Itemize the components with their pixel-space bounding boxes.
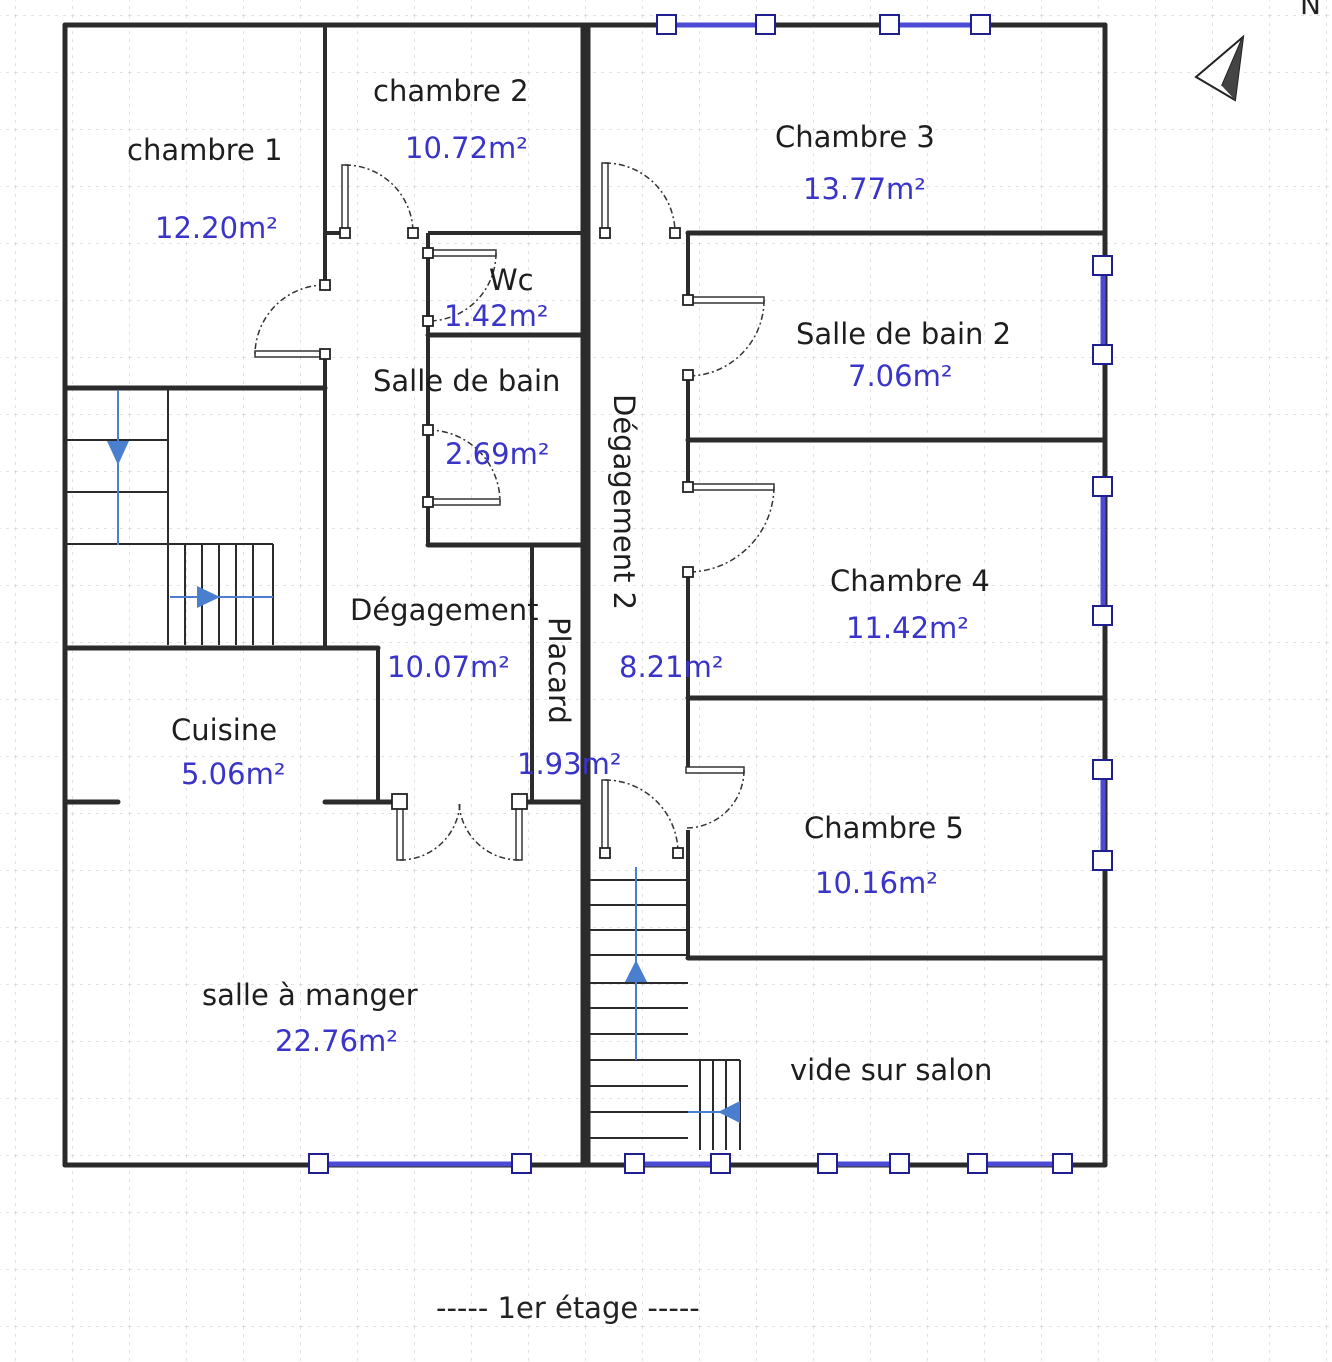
door-wc xyxy=(422,247,497,327)
door-salle-de-bain2 xyxy=(682,294,765,381)
window-bottom-2 xyxy=(624,1153,731,1174)
window-right-1 xyxy=(1092,255,1113,365)
stairs-right xyxy=(588,867,741,1150)
room-area-degagement2: 8.21m² xyxy=(619,650,723,684)
room-name-chambre5: Chambre 5 xyxy=(804,811,964,845)
window-right-3 xyxy=(1092,759,1113,871)
room-name-salle-a-manger: salle à manger xyxy=(202,978,418,1012)
windows xyxy=(308,14,1113,1174)
stair-arrow-icon xyxy=(718,1101,740,1123)
room-name-chambre4: Chambre 4 xyxy=(830,564,990,598)
room-labels: chambre 1 12.20m² chambre 2 10.72m² Cham… xyxy=(127,74,1011,1087)
room-name-chambre2: chambre 2 xyxy=(373,74,529,108)
room-area-chambre5: 10.16m² xyxy=(815,866,938,900)
room-area-placard: 1.93m² xyxy=(517,747,621,781)
room-name-vide-sur-salon: vide sur salon xyxy=(790,1053,992,1087)
room-name-degagement: Dégagement xyxy=(350,593,538,627)
window-right-2 xyxy=(1092,476,1113,626)
door-chambre4 xyxy=(682,481,775,578)
room-name-degagement2: Dégagement 2 xyxy=(607,394,641,610)
room-name-placard: Placard xyxy=(542,617,576,724)
room-area-salle-de-bain: 2.69m² xyxy=(445,437,549,471)
room-area-salle-de-bain2: 7.06m² xyxy=(848,359,952,393)
stair-arrow-icon xyxy=(197,586,220,608)
stair-arrow-icon xyxy=(107,441,129,465)
window-top-2 xyxy=(879,14,991,35)
room-area-wc: 1.42m² xyxy=(444,299,548,333)
room-area-cuisine: 5.06m² xyxy=(181,757,285,791)
door-chambre1 xyxy=(254,279,331,360)
room-name-salle-de-bain2: Salle de bain 2 xyxy=(796,317,1011,351)
door-dining-double xyxy=(391,793,528,861)
window-bottom-1 xyxy=(308,1153,532,1174)
north-arrow-icon: N xyxy=(1194,0,1321,102)
room-name-wc: Wc xyxy=(489,263,534,297)
door-salle-de-bain xyxy=(422,424,501,508)
window-bottom-3 xyxy=(817,1153,910,1174)
stairs-left xyxy=(65,390,274,645)
room-name-salle-de-bain: Salle de bain xyxy=(373,364,560,398)
room-area-chambre1: 12.20m² xyxy=(155,211,278,245)
room-name-chambre3: Chambre 3 xyxy=(775,120,935,154)
north-label: N xyxy=(1300,0,1321,21)
window-top-1 xyxy=(656,14,776,35)
door-chambre3 xyxy=(599,162,681,239)
room-name-chambre1: chambre 1 xyxy=(127,133,283,167)
room-area-salle-a-manger: 22.76m² xyxy=(275,1024,398,1058)
window-bottom-4 xyxy=(967,1153,1073,1174)
stair-arrow-icon xyxy=(625,960,647,982)
floor-caption: ----- 1er étage ----- xyxy=(436,1291,700,1325)
doors xyxy=(254,162,775,861)
room-area-degagement: 10.07m² xyxy=(387,650,510,684)
room-area-chambre4: 11.42m² xyxy=(846,611,969,645)
walls xyxy=(62,22,1108,1168)
room-area-chambre3: 13.77m² xyxy=(803,172,926,206)
door-chambre2 xyxy=(339,164,419,239)
room-name-cuisine: Cuisine xyxy=(171,713,277,747)
door-chambre5 xyxy=(685,766,745,829)
room-area-chambre2: 10.72m² xyxy=(405,131,528,165)
door-stair-landing xyxy=(599,779,684,859)
